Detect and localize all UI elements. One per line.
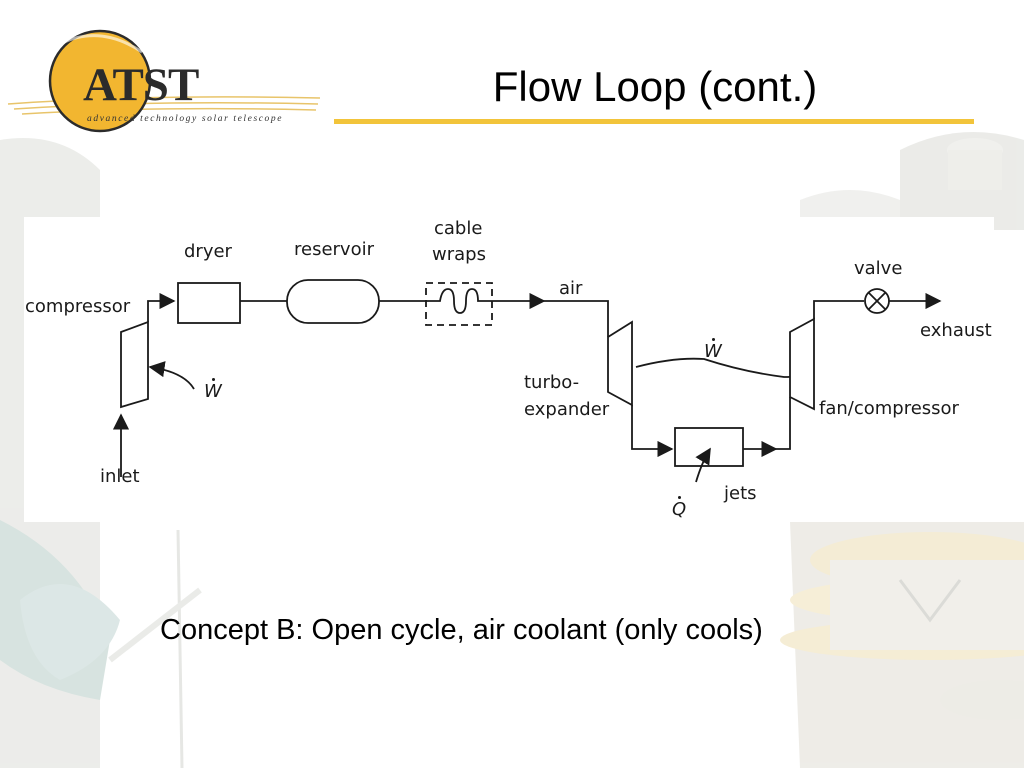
inlet-label: inlet: [100, 466, 140, 487]
shaft-work-label: W: [704, 338, 722, 362]
atst-logo: ATST advanced technology solar telescope: [0, 24, 330, 136]
heat-input-arrow: [695, 447, 711, 483]
title-underline: [334, 119, 974, 124]
compressor-label: compressor: [25, 296, 131, 317]
compressor-outlet-line: [147, 292, 176, 322]
cable-wraps-label-line1: cable: [434, 218, 483, 239]
exhaust-label: exhaust: [920, 320, 992, 341]
cable-wraps-label-line2: wraps: [432, 244, 486, 265]
fan-compressor-symbol: [789, 317, 815, 411]
reservoir-tank: [286, 279, 380, 324]
cable-wraps-box: [425, 282, 493, 326]
flow-loop-diagram: compressor dryer reservoir cable wraps a…: [24, 217, 994, 522]
slide-title: Flow Loop (cont.): [492, 63, 818, 110]
logo-tagline: advanced technology solar telescope: [87, 114, 284, 124]
compressor-work-label: W: [204, 378, 222, 402]
valve-label: valve: [854, 258, 903, 279]
turbo-expander-symbol: [607, 320, 633, 407]
dryer-box: [177, 282, 241, 324]
slide-caption: Concept B: Open cycle, air coolant (only…: [160, 614, 763, 646]
reservoir-label: reservoir: [294, 239, 374, 260]
turbo-expander-label-line1: turbo-: [524, 372, 580, 393]
dryer-label: dryer: [184, 241, 232, 262]
turbo-expander-label-line2: expander: [524, 399, 610, 420]
heat-label: Q: [672, 496, 687, 520]
logo-wordmark: ATST: [83, 59, 199, 111]
cable-coil: [426, 288, 492, 314]
jets-box: [674, 427, 744, 467]
air-label: air: [559, 278, 583, 299]
jets-label: jets: [724, 483, 757, 504]
compressor-work-arrow: [148, 361, 195, 390]
fan-compressor-label: fan/compressor: [819, 398, 959, 419]
sun-emblem-icon: [7, 29, 321, 133]
diagram-lines: [112, 279, 942, 483]
compressor-symbol: [120, 320, 149, 409]
